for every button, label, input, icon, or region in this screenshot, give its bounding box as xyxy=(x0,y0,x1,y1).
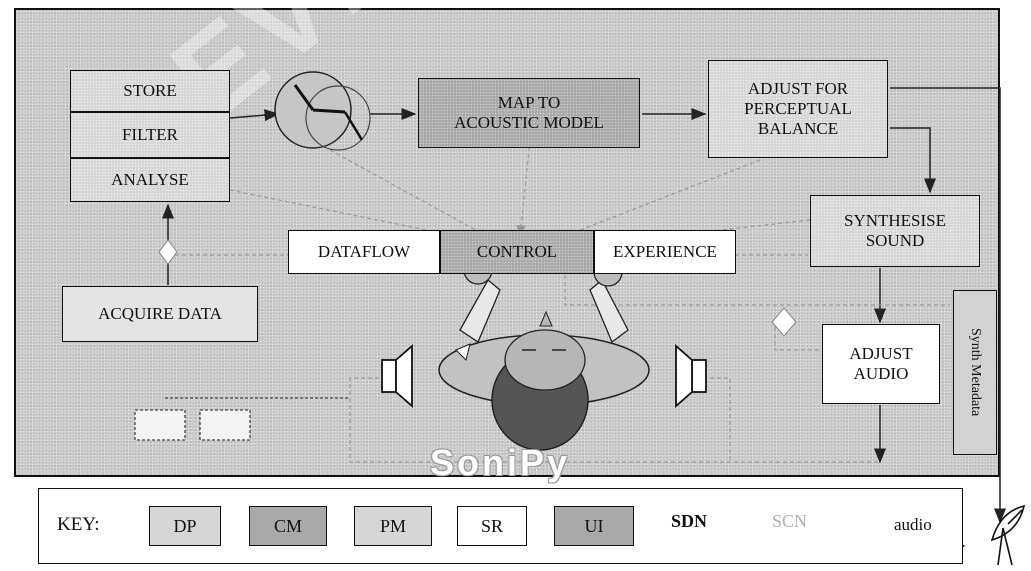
legend-bar: KEY: DP CM PM SR UI SDN SCN audio xyxy=(38,488,963,564)
control-box: CONTROL xyxy=(440,230,594,274)
listener-figure-icon xyxy=(438,255,650,451)
synth-metadata-box: Synth Metadata xyxy=(953,290,997,455)
arrow-adjust-to-synth xyxy=(890,127,936,194)
analyse-box: ANALYSE xyxy=(70,158,230,202)
store-box: STORE xyxy=(70,70,230,112)
left-speaker-icon xyxy=(381,344,413,408)
decision-diamond-right xyxy=(771,307,797,337)
synth-metadata-label: Synth Metadata xyxy=(968,328,983,417)
legend-pm: PM xyxy=(354,506,432,546)
legend-cm: CM xyxy=(249,506,327,546)
synthesise-sound-box: SYNTHESISE SOUND xyxy=(810,195,980,267)
sonipy-logo: SoniPy xyxy=(430,442,571,483)
adjust-perceptual-box: ADJUST FOR PERCEPTUAL BALANCE xyxy=(708,60,888,158)
map-acoustic-model-box: MAP TO ACOUSTIC MODEL xyxy=(418,78,640,148)
legend-dp: DP xyxy=(149,506,221,546)
legend-scn-label: SCN xyxy=(772,511,808,531)
legend-ui: UI xyxy=(554,506,634,546)
legend-sr: SR xyxy=(457,506,527,546)
legend-audio-label: audio xyxy=(894,515,932,534)
clock-icon xyxy=(274,71,371,151)
experience-box: EXPERIENCE xyxy=(594,230,736,274)
satellite-dish-icon xyxy=(990,504,1026,566)
decision-diamond-left xyxy=(158,239,178,265)
arrow-adjust-to-metadata xyxy=(890,87,1006,524)
acquire-data-box: ACQUIRE DATA xyxy=(62,286,258,342)
filter-box: FILTER xyxy=(70,112,230,158)
legend-sdn-label: SDN xyxy=(671,511,708,531)
arrow-store-to-clock xyxy=(229,109,280,122)
right-speaker-icon xyxy=(675,344,707,408)
adjust-audio-box: ADJUST AUDIO xyxy=(822,324,940,404)
legend-title: KEY: xyxy=(57,514,100,535)
dataflow-box: DATAFLOW xyxy=(288,230,440,274)
console-stands-icon xyxy=(134,397,348,441)
